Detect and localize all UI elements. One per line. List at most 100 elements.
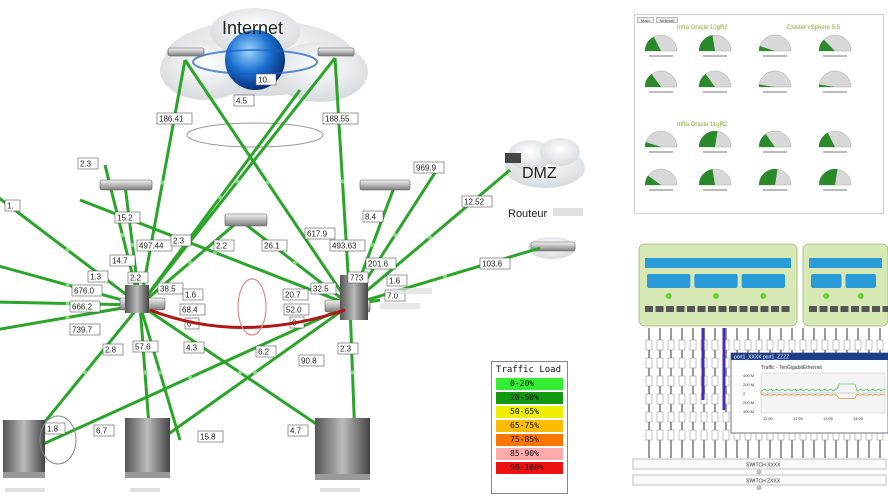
gauge bbox=[818, 70, 852, 93]
link-load-value: 32.5 bbox=[313, 285, 329, 294]
legend-item: 85-90% bbox=[496, 448, 563, 460]
legend-title: Traffic Load bbox=[496, 365, 562, 375]
popup-port-label: port1_XXXX port1_ZZZZ bbox=[734, 355, 789, 361]
esx-host[interactable] bbox=[638, 243, 798, 327]
vswitch-bar bbox=[809, 258, 882, 268]
link-load-value: 4.5 bbox=[236, 97, 248, 106]
gauge bbox=[758, 70, 792, 93]
link-load-label: 4.7 bbox=[287, 424, 309, 437]
link-load-label: 1. bbox=[4, 199, 21, 212]
network-switch[interactable] bbox=[99, 179, 153, 191]
link-load-label: 68.4 bbox=[179, 303, 206, 316]
esx-host[interactable] bbox=[802, 243, 888, 327]
link-arrow bbox=[428, 235, 432, 240]
switch-connector bbox=[756, 485, 762, 491]
network-switch[interactable] bbox=[224, 213, 268, 227]
link-load-label: 2.3 bbox=[170, 234, 192, 247]
link-load-value: 52.0 bbox=[286, 306, 302, 315]
gauge bbox=[758, 130, 792, 153]
link-load-value: 4.3 bbox=[186, 344, 198, 353]
network-switch[interactable] bbox=[359, 179, 411, 191]
traffic-load-legend: Traffic Load 0-20%20-50%50-65%65-75%75-8… bbox=[491, 361, 568, 494]
link-load-value: 969.9 bbox=[416, 164, 437, 173]
link-arrow bbox=[130, 243, 135, 247]
link-load-label: 6.7 bbox=[93, 424, 115, 437]
network-switch[interactable] bbox=[167, 47, 205, 57]
gauge bbox=[818, 34, 852, 57]
link-load-label: 4.3 bbox=[183, 341, 205, 354]
vm-box[interactable] bbox=[647, 274, 691, 288]
link-load-label: 90.8 bbox=[298, 354, 325, 367]
nic-port bbox=[809, 306, 817, 312]
server-topology: port1_XXXX port1_ZZZZ Traffic - TenGigabi… bbox=[632, 243, 888, 491]
link-load-label: 773 bbox=[347, 271, 369, 284]
link-arrow bbox=[65, 248, 70, 252]
gauge-grid bbox=[644, 34, 852, 191]
vswitch-bar bbox=[645, 258, 791, 268]
nic-port bbox=[655, 306, 664, 312]
gauge bbox=[698, 168, 732, 191]
status-led bbox=[760, 293, 767, 299]
link-load-label: 6.2 bbox=[255, 345, 277, 358]
tab-network[interactable]: Network bbox=[655, 17, 679, 23]
link-load-value: 12.52 bbox=[464, 198, 485, 207]
link-arrow bbox=[340, 179, 345, 184]
link-load-value: 10. bbox=[258, 76, 269, 85]
link-load-value: 1.6 bbox=[185, 291, 197, 300]
vm-box[interactable] bbox=[741, 274, 785, 288]
link-load-label: 186.41 bbox=[156, 112, 193, 125]
link-arrow bbox=[160, 180, 165, 185]
popup-chart-title: Traffic - TenGigabitEthernet bbox=[761, 365, 822, 371]
gauge bbox=[644, 34, 678, 57]
link-load-value: 617.9 bbox=[307, 230, 328, 239]
link-load-value: 15.8 bbox=[200, 433, 216, 442]
legend-rows: 0-20%20-50%50-65%65-75%75-85%85-90%90-10… bbox=[496, 378, 563, 474]
dmz-cloud: DMZ bbox=[505, 138, 585, 188]
link-load-label: 1.3 bbox=[87, 270, 109, 283]
group-title-oracle-10g: Infra Oracle 10gR2 bbox=[677, 25, 728, 31]
physical-switch[interactable]: SWITCH ZXXX bbox=[632, 474, 887, 491]
nic-port bbox=[819, 306, 828, 312]
gauge bbox=[758, 34, 792, 57]
nic-port bbox=[861, 306, 870, 312]
physical-switch[interactable]: SWITCH XXXX bbox=[632, 458, 887, 475]
nic-port bbox=[697, 306, 706, 312]
link-load-label: 1.8 bbox=[44, 422, 66, 435]
legend-item: 20-50% bbox=[496, 392, 563, 404]
link-load-value: 2.3 bbox=[80, 160, 92, 169]
chart-ytick: 200 M bbox=[743, 400, 754, 405]
link-load-label: 32.5 bbox=[310, 282, 337, 295]
server-topology-panel: port1_XXXX port1_ZZZZ Traffic - TenGigabi… bbox=[631, 240, 888, 491]
vm-box[interactable] bbox=[694, 274, 738, 288]
link-load-value: 2.2 bbox=[130, 274, 142, 283]
switch-connector bbox=[756, 469, 762, 475]
link-load-label: 2.3 bbox=[77, 157, 99, 170]
chart-xtick: 13:00 bbox=[823, 416, 834, 421]
vm-box[interactable] bbox=[845, 274, 877, 288]
link-load-value: 6.7 bbox=[96, 427, 108, 436]
link-arrow bbox=[265, 180, 270, 185]
link-arrow bbox=[218, 195, 222, 200]
vm-box[interactable] bbox=[811, 274, 842, 288]
legend-item: 75-85% bbox=[496, 434, 563, 446]
link-load-label: 103.6 bbox=[479, 257, 511, 270]
link-load-label: 12.52 bbox=[461, 195, 493, 208]
core-switch-left[interactable] bbox=[125, 285, 149, 313]
internet-label: Internet bbox=[222, 18, 283, 38]
traffic-out-series bbox=[760, 393, 886, 399]
link-load-label: 666.2 bbox=[69, 300, 101, 313]
link-arrow bbox=[443, 274, 447, 279]
tab-main[interactable]: Main bbox=[637, 17, 654, 23]
link-load-value: 7.0 bbox=[387, 292, 399, 301]
link-arrow bbox=[143, 370, 147, 375]
network-link[interactable] bbox=[0, 264, 141, 307]
network-link[interactable] bbox=[0, 195, 141, 307]
nic-port bbox=[830, 306, 838, 312]
link-load-value: 739.7 bbox=[72, 326, 93, 335]
status-led bbox=[823, 293, 830, 299]
link-arrow bbox=[393, 233, 397, 237]
dmz-label: DMZ bbox=[522, 165, 557, 182]
network-switch[interactable] bbox=[317, 47, 355, 57]
red-uplink bbox=[149, 308, 346, 329]
link-load-label: 739.7 bbox=[69, 323, 101, 336]
